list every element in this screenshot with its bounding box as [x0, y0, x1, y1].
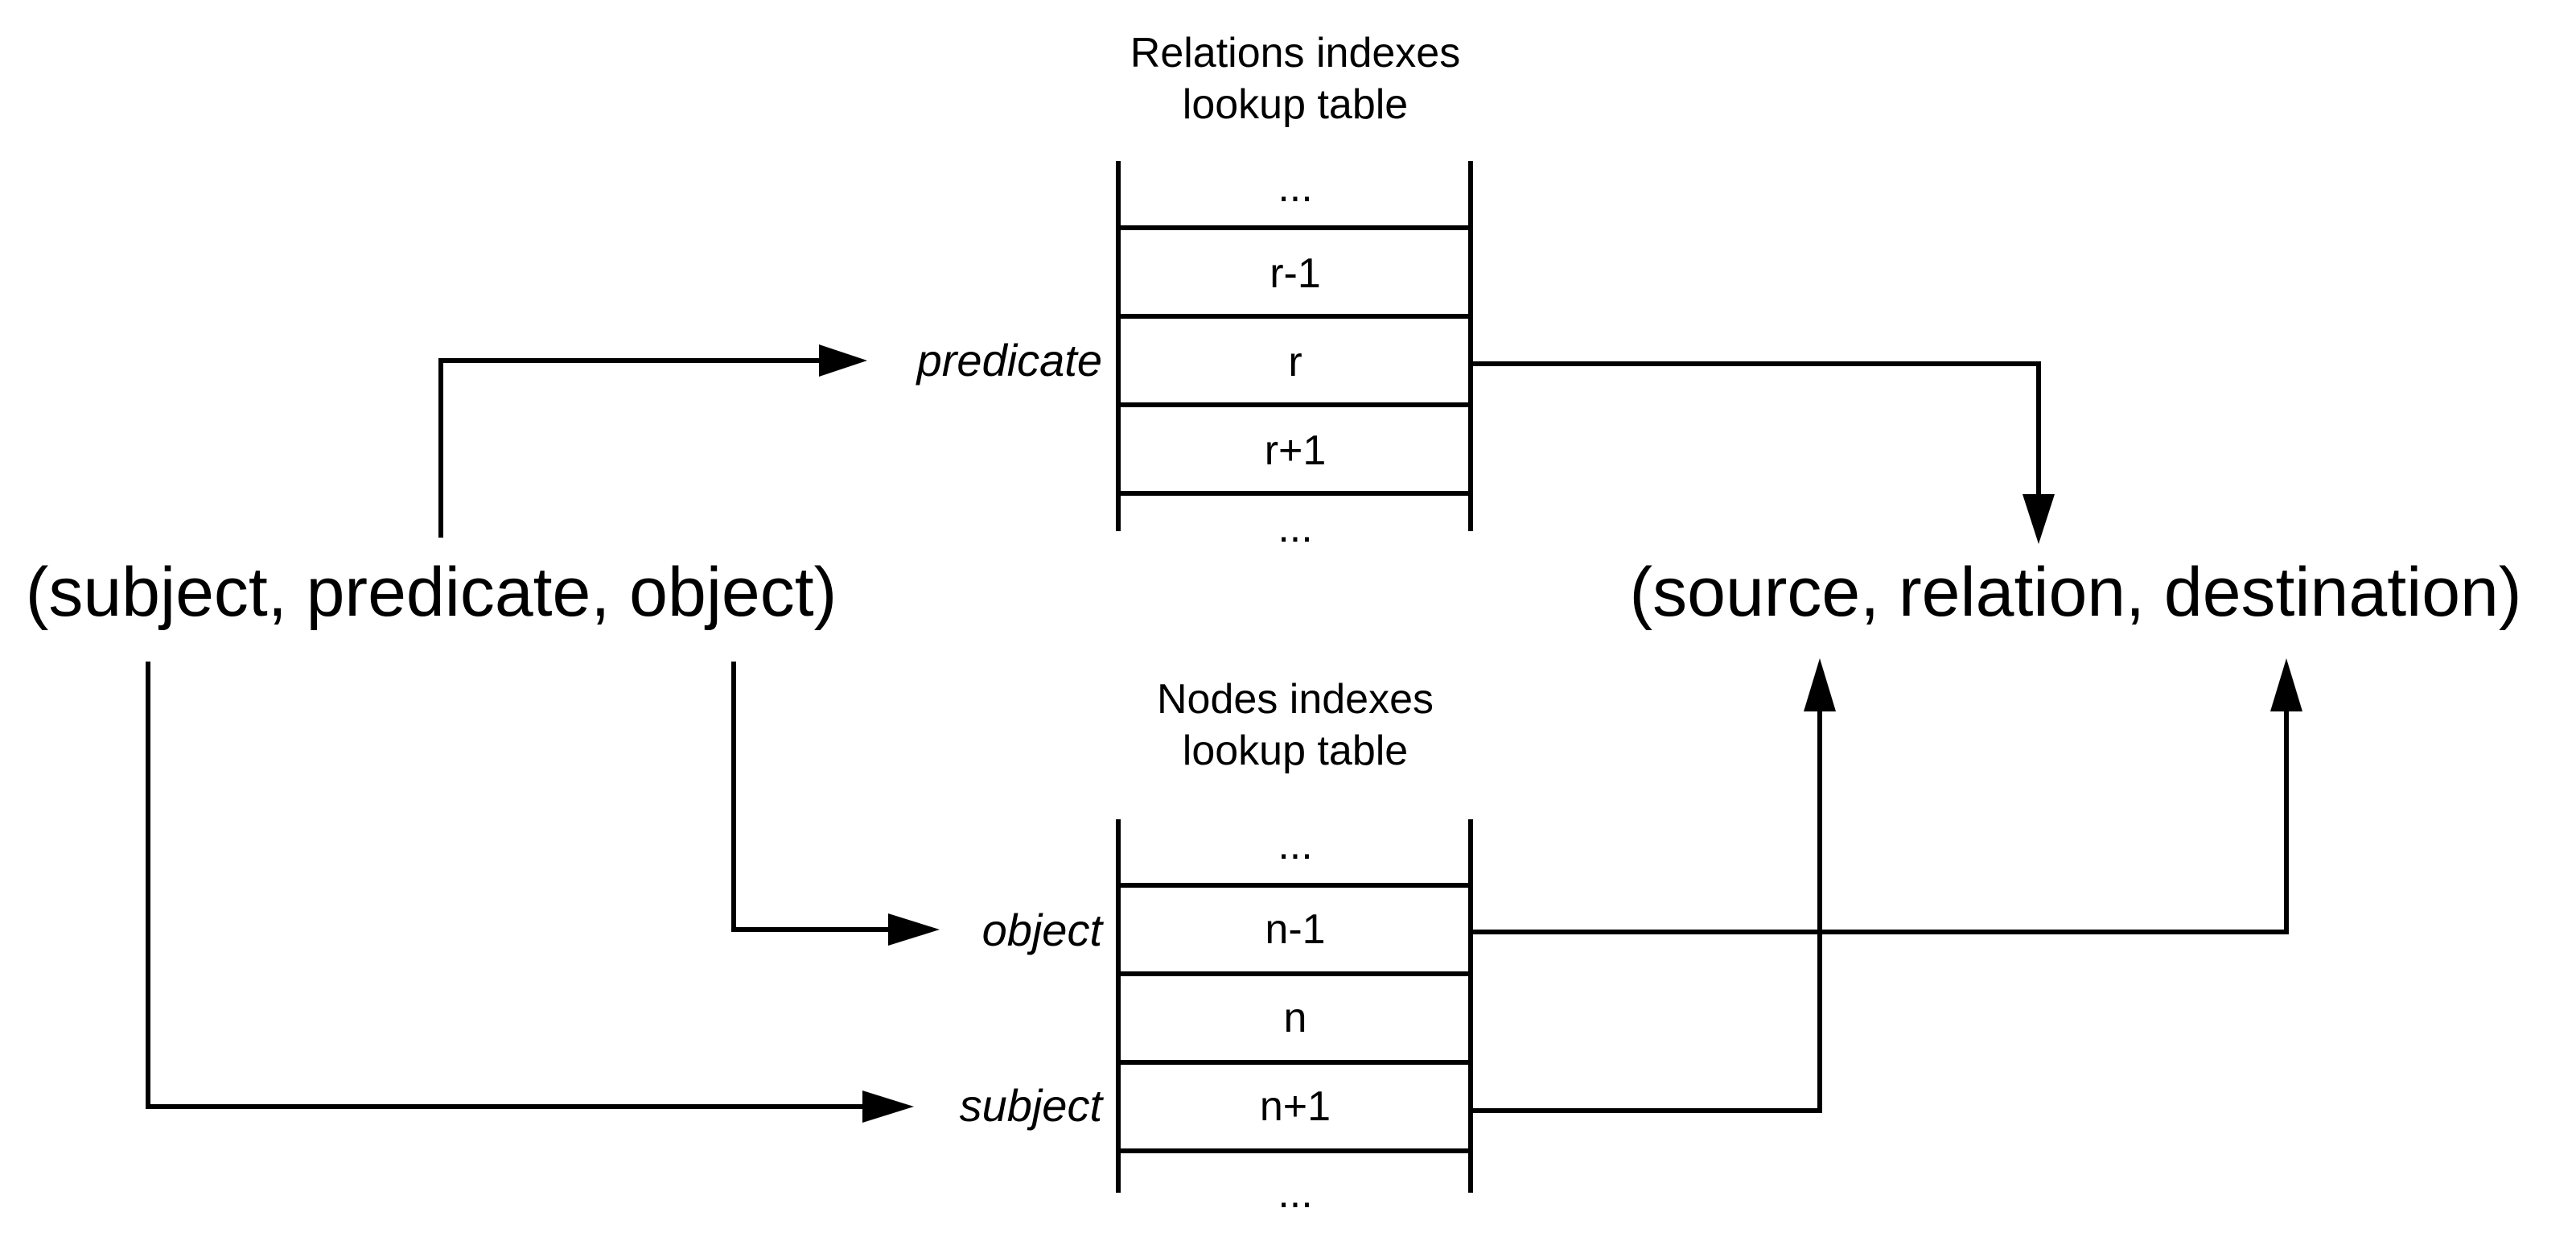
nodes-cell-n-plus-1: n+1: [1260, 1083, 1331, 1130]
relations-cell-r: r: [1288, 339, 1302, 385]
subject-input-label: subject: [960, 1080, 1105, 1131]
relations-table: [1116, 161, 1473, 531]
object-arrow: [731, 662, 940, 946]
relations-table-title-line2: lookup table: [1183, 81, 1408, 128]
predicate-arrow: [438, 344, 867, 538]
nodes-table-title-line1: Nodes indexes: [1157, 676, 1434, 723]
nodes-cell-n-minus-1: n-1: [1265, 906, 1325, 953]
predicate-input-label: predicate: [916, 335, 1102, 385]
object-input-label: object: [982, 905, 1105, 955]
nodes-table-title-line2: lookup table: [1183, 728, 1408, 774]
nodes-table: [1116, 819, 1473, 1193]
subject-arrow: [146, 662, 914, 1123]
source-arrow: [1471, 658, 1836, 1113]
triple-label: (subject, predicate, object): [26, 554, 837, 631]
relations-cell-ellipsis-top: ...: [1278, 164, 1312, 211]
relation-arrow: [1471, 361, 2055, 544]
relations-table-title-line1: Relations indexes: [1130, 30, 1460, 76]
result-label: (source, relation, destination): [1629, 554, 2521, 631]
nodes-cell-ellipsis-top: ...: [1278, 822, 1312, 868]
nodes-cell-n: n: [1284, 995, 1307, 1041]
relations-cell-r-minus-1: r-1: [1269, 250, 1321, 297]
destination-arrow: [1471, 658, 2302, 934]
relations-cell-ellipsis-bottom: ...: [1278, 505, 1312, 551]
nodes-cell-ellipsis-bottom: ...: [1278, 1170, 1312, 1217]
relations-cell-r-plus-1: r+1: [1265, 427, 1327, 474]
